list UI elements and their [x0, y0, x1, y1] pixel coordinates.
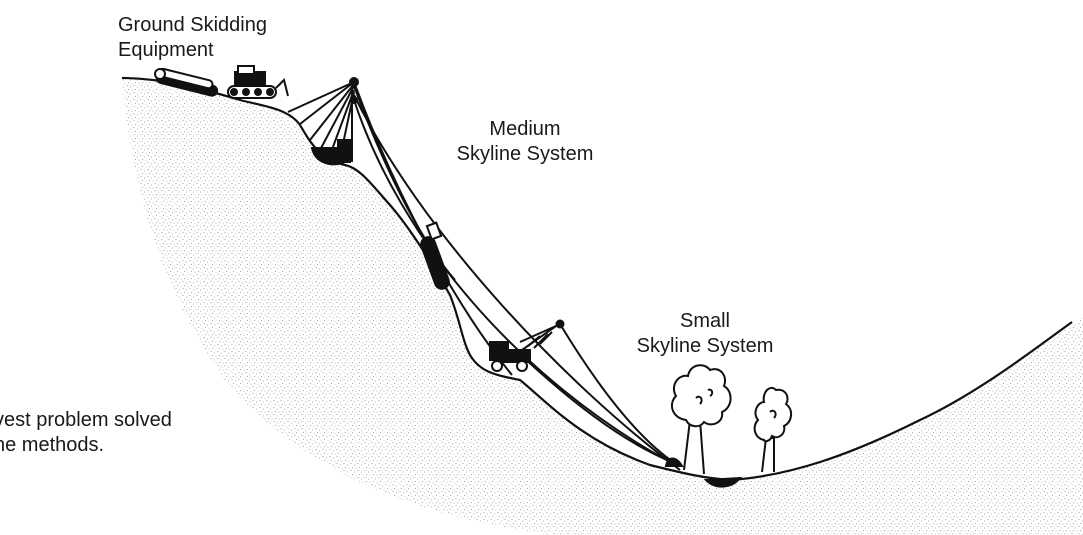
- crawler-tractor: [227, 65, 289, 99]
- label-line-2: Skyline System: [456, 143, 594, 165]
- label-medium-skyline-system: Medium Skyline System: [420, 117, 630, 167]
- tree-right: [753, 386, 792, 473]
- label-ground-skidding-equipment: Ground Skidding Equipment: [118, 13, 267, 63]
- label-line-2: Equipment: [118, 39, 214, 61]
- label-line-2: Skyline System: [636, 335, 774, 357]
- hillside-terrain: [122, 78, 1083, 535]
- label-line-1: Ground Skidding: [118, 14, 267, 36]
- skyline-carriage-log: [420, 221, 450, 290]
- log-bundle: [154, 67, 219, 97]
- small-skyline-yarder: [489, 319, 677, 465]
- label-line-1: Medium: [489, 118, 561, 140]
- caption-text: vest problem solved ne methods.: [0, 408, 172, 458]
- label-small-skyline-system: Small Skyline System: [600, 309, 810, 359]
- terrain-surface-line: [121, 76, 1073, 482]
- caption-line-2: ne methods.: [0, 434, 105, 456]
- caption-line-1: vest problem solved: [0, 409, 172, 431]
- medium-skyline-yarder: [287, 77, 359, 166]
- lower-landing-mark: [664, 457, 684, 467]
- tree-left: [670, 364, 732, 475]
- label-line-1: Small: [679, 310, 730, 332]
- creek-mark: [703, 476, 743, 488]
- ground-skidding-equipment: [154, 65, 289, 99]
